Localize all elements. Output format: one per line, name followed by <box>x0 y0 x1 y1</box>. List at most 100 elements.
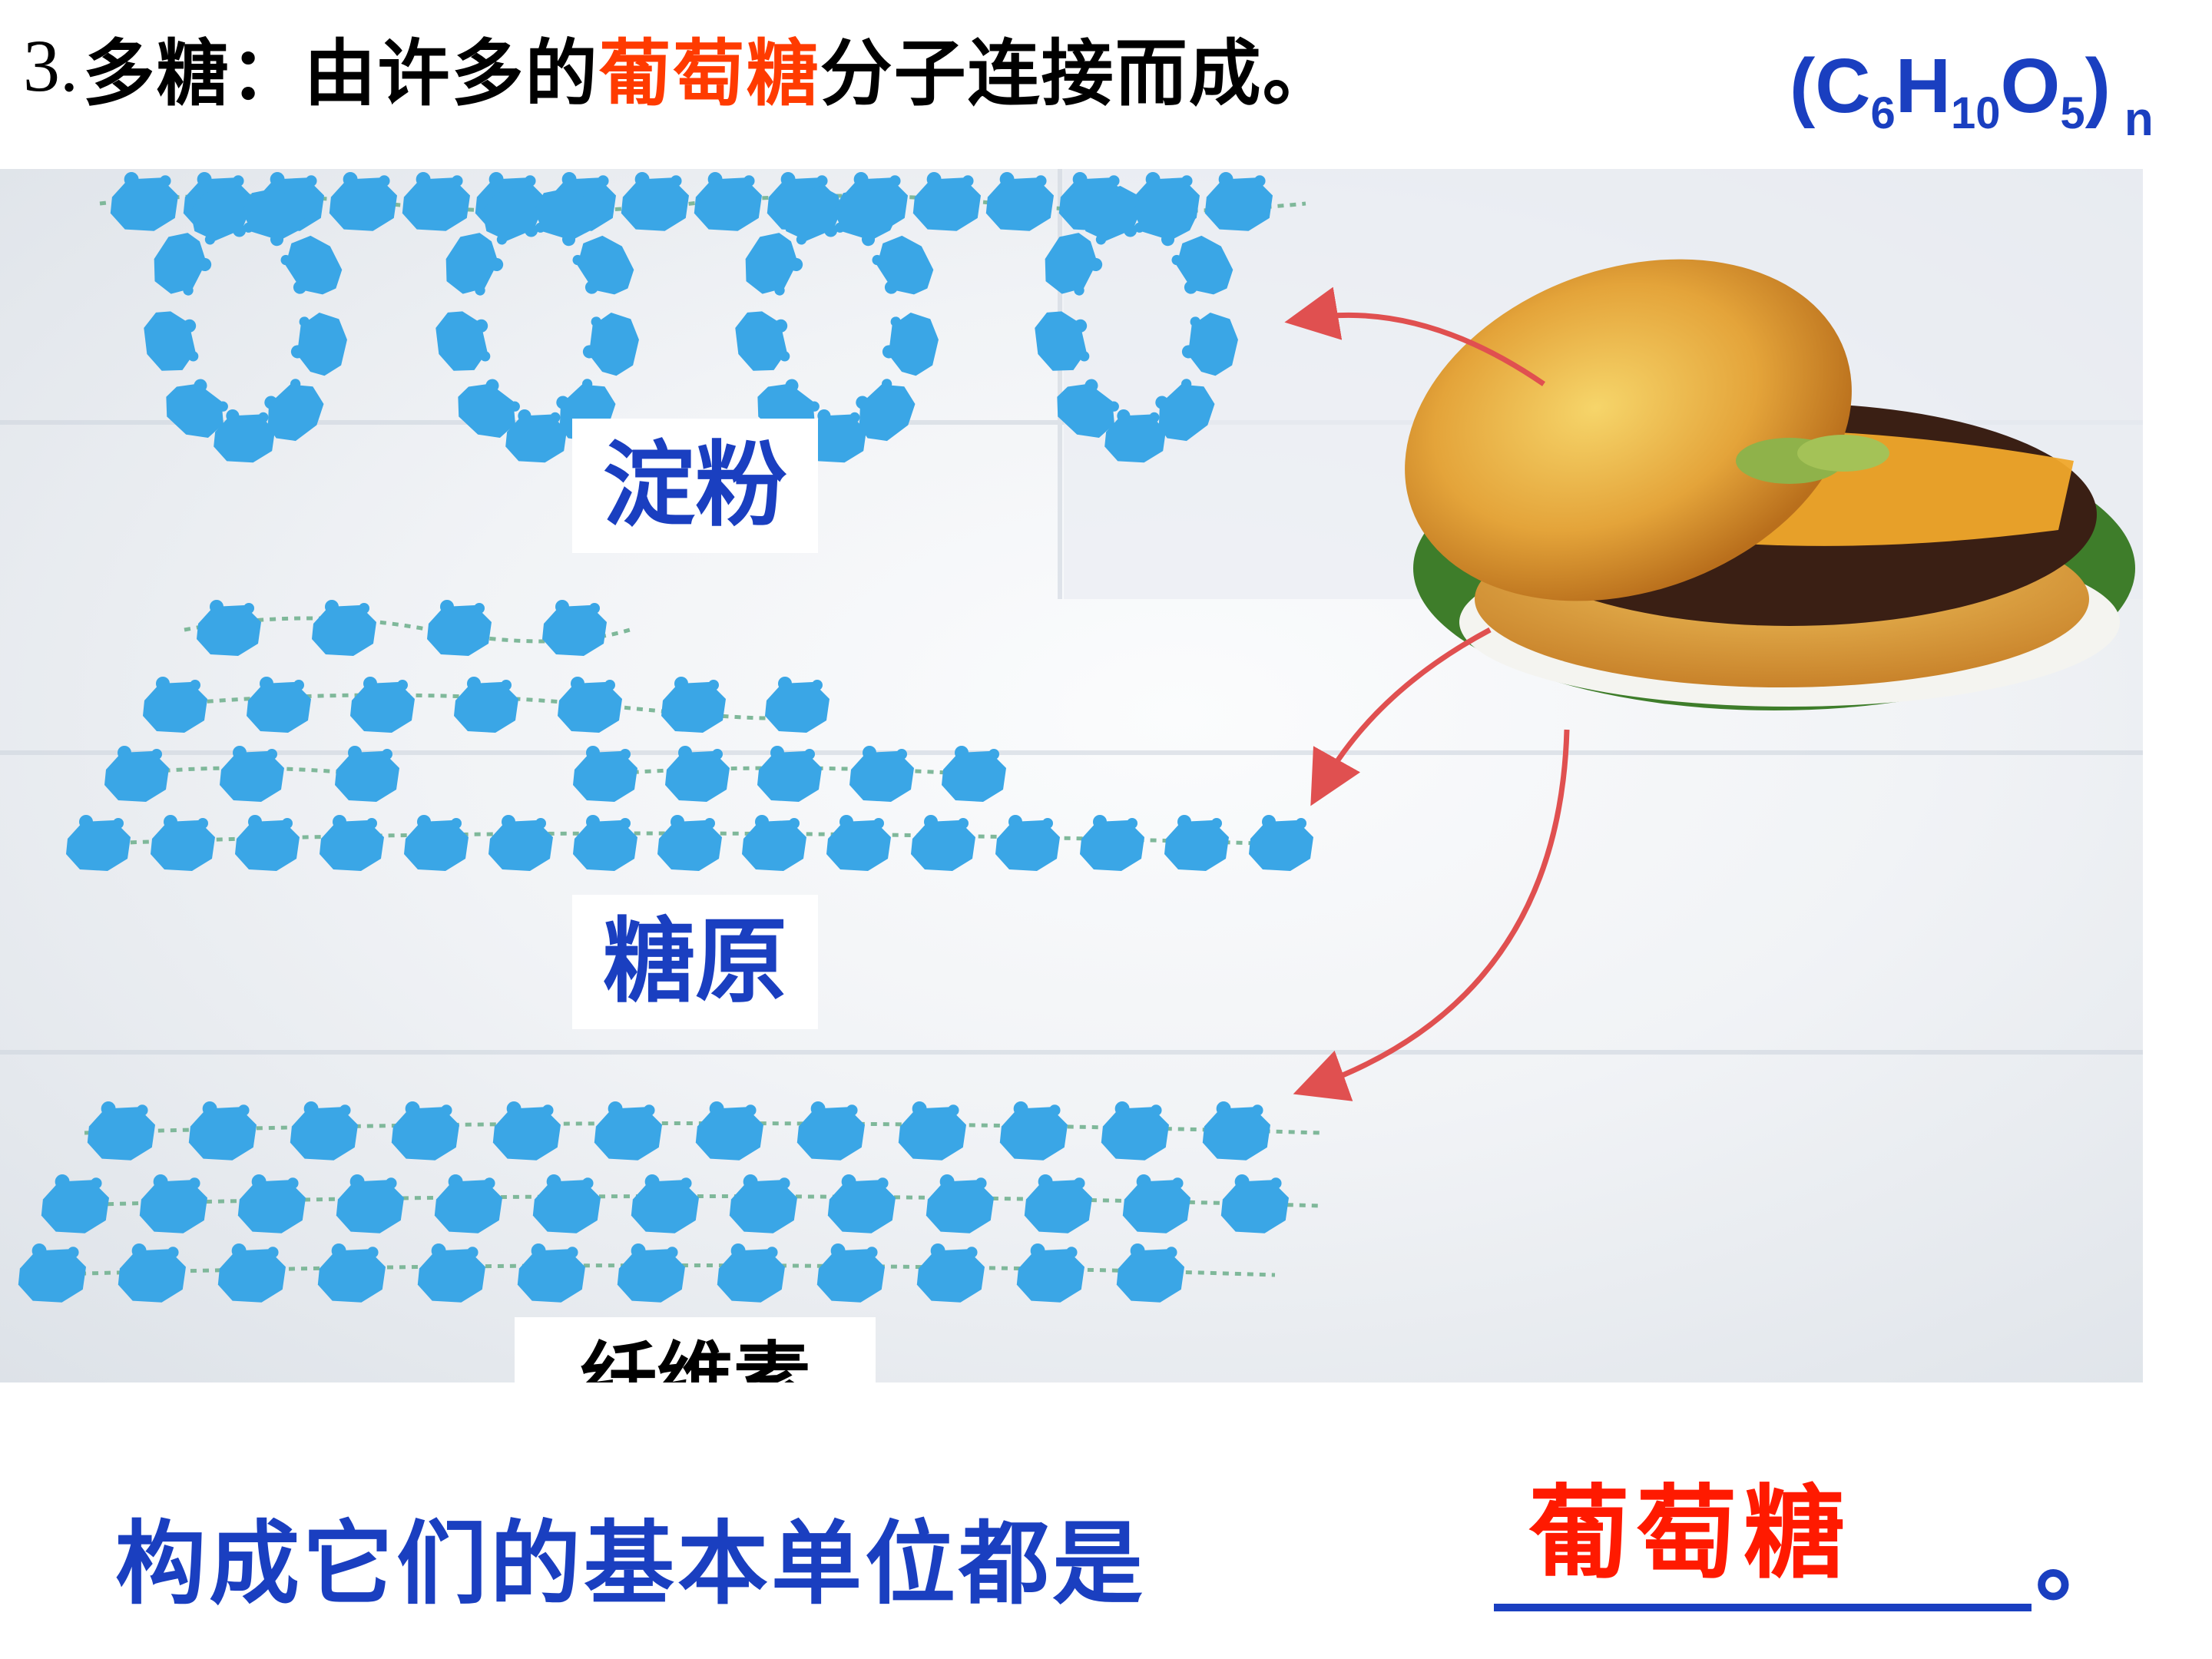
glucose-unit-icon <box>1249 815 1313 871</box>
arrow-to-cellulose <box>1293 729 1570 1101</box>
glucose-unit-icon <box>765 677 830 733</box>
starch-structure <box>99 172 1306 463</box>
page-title: 3. 多糖：由许多的葡萄糖分子连接而成。 <box>23 15 1336 146</box>
glucose-unit-icon <box>217 1243 286 1303</box>
glucose-unit-icon <box>432 306 495 376</box>
glucose-unit-icon <box>879 309 942 379</box>
glucose-unit-icon <box>87 1101 155 1161</box>
glucose-unit-icon <box>336 1174 404 1233</box>
glucose-unit-icon <box>118 1243 186 1303</box>
glucose-unit-icon <box>826 815 891 871</box>
glucose-unit-icon <box>1016 1243 1084 1303</box>
glucose-unit-icon <box>827 1174 896 1233</box>
label-starch: 淀粉 <box>572 419 818 553</box>
glucose-unit-icon <box>816 1243 885 1303</box>
glucose-unit-icon <box>695 1101 763 1161</box>
title-number: 3. <box>23 25 78 107</box>
glucose-unit-icon <box>657 815 722 871</box>
glucose-unit-icon <box>247 677 311 733</box>
glucose-unit-icon <box>985 172 1054 231</box>
glucose-unit-icon <box>1116 1243 1184 1303</box>
glucose-unit-icon <box>287 309 351 379</box>
title-text-before: 多糖：由许多的 <box>82 32 599 116</box>
glucose-unit-icon <box>434 1174 502 1233</box>
glucose-unit-icon <box>631 1174 699 1233</box>
glucose-unit-icon <box>66 815 131 871</box>
glucose-unit-icon <box>1122 1174 1190 1233</box>
glucose-unit-icon <box>796 1101 865 1161</box>
glycogen-structure <box>66 600 1313 871</box>
glucose-unit-icon <box>290 1101 358 1161</box>
glucose-unit-icon <box>558 677 622 733</box>
label-cellulose: 纤维素 <box>515 1317 876 1382</box>
glucose-unit-icon <box>140 306 204 376</box>
glucose-unit-icon <box>573 815 637 871</box>
glucose-unit-icon <box>617 1243 685 1303</box>
glucose-unit-icon <box>197 600 261 656</box>
sentence-period: 。 <box>2035 1508 2128 1615</box>
glucose-unit-icon <box>995 815 1060 871</box>
glucose-unit-icon <box>1101 1101 1169 1161</box>
glucose-unit-icon <box>621 172 689 231</box>
glucose-unit-icon <box>694 172 762 231</box>
glucose-unit-icon <box>320 815 384 871</box>
chemical-formula: (C6H10O5)n <box>1790 43 2154 146</box>
glucose-unit-icon <box>417 1243 485 1303</box>
glucose-unit-icon <box>110 172 178 231</box>
glucose-unit-icon <box>273 227 350 307</box>
title-highlight: 葡萄糖 <box>598 32 820 116</box>
glucose-unit-icon <box>517 1243 585 1303</box>
glucose-unit-icon <box>742 815 806 871</box>
glucose-unit-icon <box>1080 815 1144 871</box>
arrow-to-starch <box>1284 286 1545 386</box>
glucose-unit-icon <box>404 815 469 871</box>
glucose-unit-icon <box>864 227 942 307</box>
glucose-unit-icon <box>18 1243 86 1303</box>
answer-text: 葡萄糖 <box>1528 1475 1851 1593</box>
glucose-unit-icon <box>916 1243 985 1303</box>
glucose-unit-icon <box>926 1174 994 1233</box>
glucose-unit-icon <box>454 677 518 733</box>
glucose-unit-icon <box>1220 1174 1289 1233</box>
answer-blank-line <box>1494 1604 2032 1611</box>
glucose-unit-icon <box>594 1101 662 1161</box>
glucose-unit-icon <box>317 1243 386 1303</box>
glucose-unit-icon <box>391 1101 459 1161</box>
illustration-canvas <box>0 169 2143 1303</box>
glucose-unit-icon <box>542 600 607 656</box>
glucose-unit-icon <box>717 1243 785 1303</box>
polysaccharide-illustration: 淀粉 糖原 纤维素 <box>0 169 2143 1382</box>
glucose-unit-icon <box>1024 1174 1092 1233</box>
glucose-unit-icon <box>912 172 981 231</box>
glucose-unit-icon <box>1164 815 1229 871</box>
glucose-unit-icon <box>151 815 215 871</box>
hamburger-icon <box>1405 259 2135 710</box>
glucose-unit-icon <box>731 306 795 376</box>
glucose-unit-icon <box>999 1101 1068 1161</box>
glucose-unit-icon <box>1202 1101 1270 1161</box>
arrow-to-glycogen <box>1310 627 1492 806</box>
glucose-unit-icon <box>579 309 643 379</box>
glucose-unit-icon <box>143 677 207 733</box>
glucose-unit-icon <box>237 1174 306 1233</box>
title-text-after: 分子连接而成。 <box>820 32 1336 116</box>
glucose-unit-icon <box>41 1174 109 1233</box>
glucose-unit-icon <box>911 815 975 871</box>
cellulose-structure <box>18 1101 1322 1303</box>
glucose-unit-icon <box>488 815 553 871</box>
glucose-unit-icon <box>729 1174 797 1233</box>
label-glycogen: 糖原 <box>572 895 818 1029</box>
glucose-unit-icon <box>402 172 470 231</box>
glucose-unit-icon <box>532 1174 601 1233</box>
glucose-unit-icon <box>661 677 726 733</box>
glucose-unit-icon <box>235 815 300 871</box>
glucose-unit-icon <box>312 600 376 656</box>
glucose-unit-icon <box>139 1174 207 1233</box>
glucose-unit-icon <box>188 1101 257 1161</box>
glucose-unit-icon <box>492 1101 561 1161</box>
glucose-unit-icon <box>565 227 642 307</box>
bottom-sentence: 构成它们的基本单位都是 <box>115 1511 1147 1617</box>
glucose-unit-icon <box>898 1101 966 1161</box>
glucose-unit-icon <box>350 677 415 733</box>
glucose-unit-icon <box>427 600 492 656</box>
